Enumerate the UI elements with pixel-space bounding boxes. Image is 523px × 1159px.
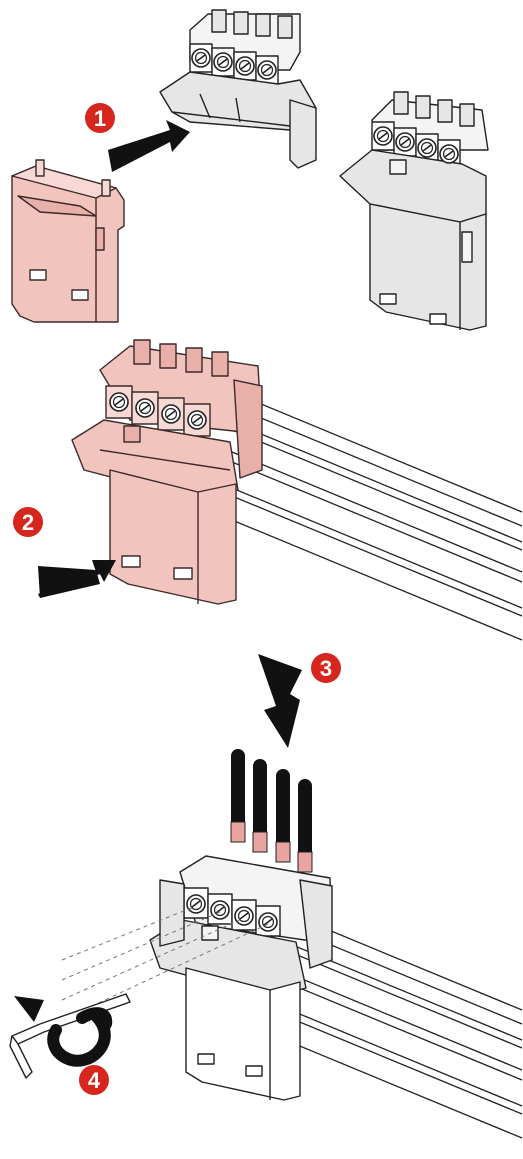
step-3-4-group: 3 <box>9 653 523 1139</box>
terminal-block-assembled <box>339 91 489 331</box>
adapter-part <box>11 159 125 323</box>
push-arrow-icon <box>38 560 116 598</box>
step-1-number: 1 <box>94 106 106 131</box>
cable-1 <box>230 749 246 843</box>
step-2-number: 2 <box>22 510 34 535</box>
din-rail-upper <box>231 391 523 641</box>
hex-key-icon <box>9 993 131 1079</box>
screw-guide-lines <box>61 905 269 1021</box>
step-4-number: 4 <box>88 1068 101 1093</box>
step-4-badge: 4 <box>79 1065 109 1095</box>
terminal-block-wired <box>149 855 333 1101</box>
step-2-badge: 2 <box>13 507 43 537</box>
cables <box>230 749 313 873</box>
cable-3 <box>275 769 291 863</box>
step-2-group: 2 <box>13 339 523 641</box>
step-1-group: 1 <box>11 9 489 331</box>
cable-2 <box>252 759 268 853</box>
step-1-badge: 1 <box>85 103 115 133</box>
insert-arrow-icon <box>108 120 190 172</box>
cable-4 <box>297 779 313 873</box>
terminal-block-top <box>159 9 317 169</box>
step-3-number: 3 <box>320 656 332 681</box>
step-3-badge: 3 <box>311 653 341 683</box>
down-arrow-icon <box>258 654 302 748</box>
rotate-arrow-icon <box>14 996 113 1067</box>
